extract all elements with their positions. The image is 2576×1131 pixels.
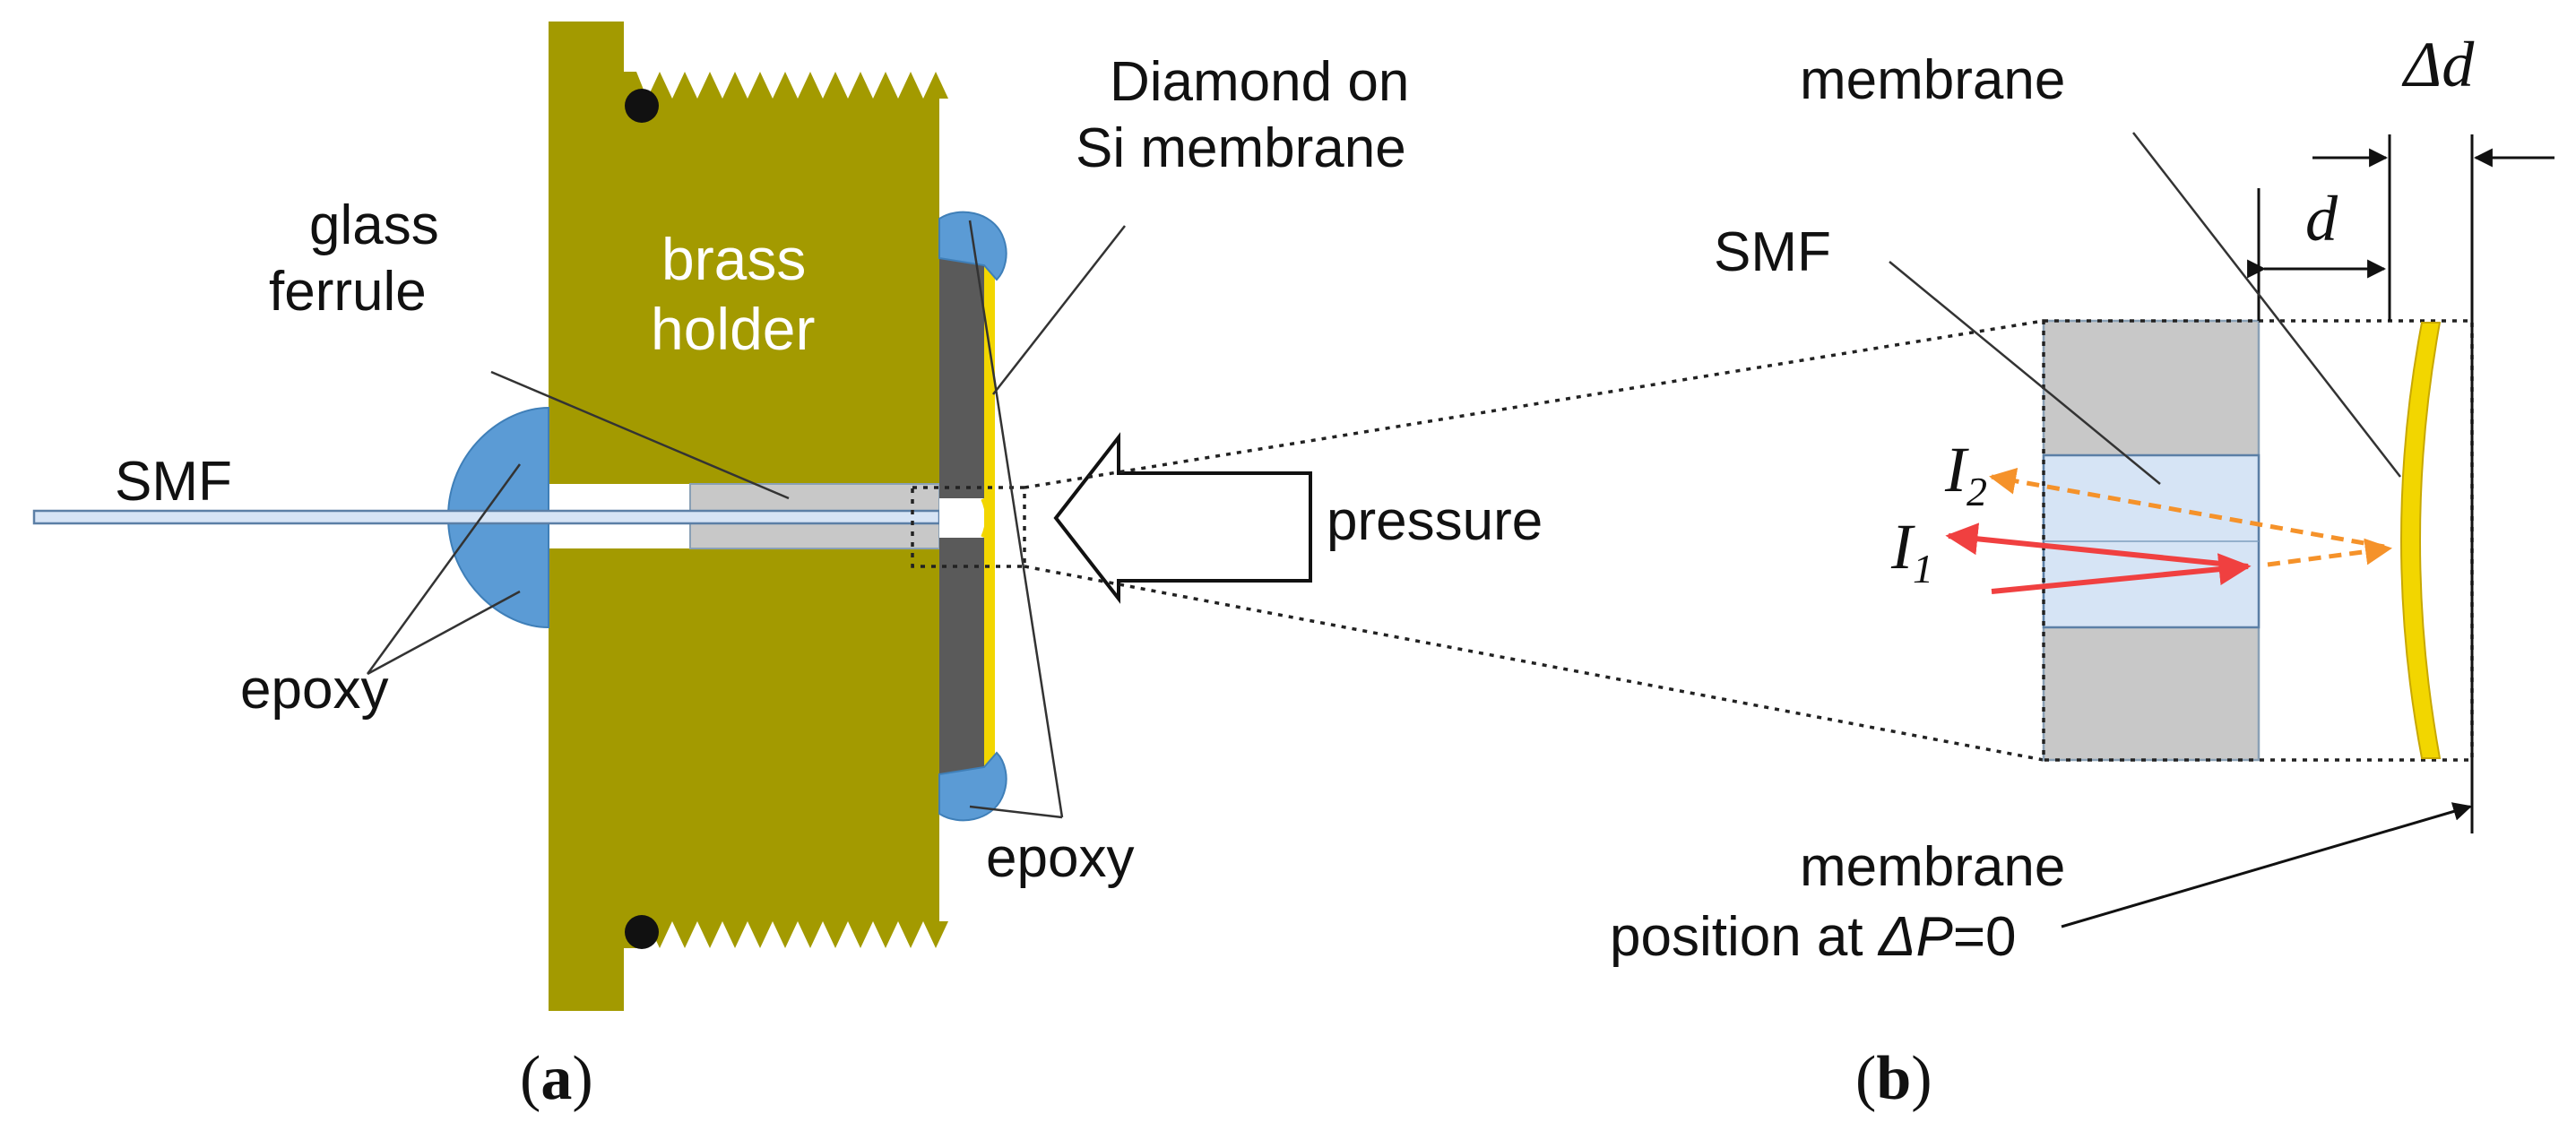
membrane-b [2400, 322, 2442, 759]
ray-to-membrane [2267, 538, 2392, 567]
ray-i1 [1945, 522, 2249, 569]
leader-epoxy-left-1 [366, 463, 522, 675]
o-ring-bottom [625, 915, 659, 949]
leader-glass-ferrule [490, 370, 790, 500]
smf-fiber-a [32, 509, 941, 525]
membrane-position-var: ΔP [1877, 906, 1953, 968]
caption-a: (a) [520, 1044, 593, 1113]
diamond-bulge [981, 496, 992, 540]
detail-box [911, 486, 1026, 568]
leader-membrane-b [2132, 132, 2401, 478]
label-brass-holder-1: brass [661, 226, 806, 292]
label-i2: I2 [1944, 434, 1987, 514]
label-membrane-position-2: position at ΔP=0 [1610, 906, 2017, 968]
label-smf-a: SMF [115, 451, 232, 513]
label-glass-ferrule-1: glass [309, 194, 439, 256]
label-i1: I1 [1890, 511, 1933, 591]
i1-symbol: I [1890, 511, 1915, 583]
label-delta-d: Δd [2401, 29, 2475, 100]
label-smf-b: SMF [1714, 221, 1831, 283]
label-glass-ferrule-2: ferrule [269, 261, 427, 323]
panel-a: SMF glass ferrule brass holder Diamond o… [32, 22, 1543, 1113]
leader-epoxy-left-2 [367, 590, 521, 676]
epoxy-right-bottom [938, 751, 1007, 822]
o-ring-top [625, 89, 659, 123]
leader-membrane-position [2061, 802, 2473, 928]
ray-incident [1991, 553, 2252, 594]
pressure-arrow [1053, 432, 1312, 604]
label-membrane-b: membrane [1800, 49, 2065, 111]
caption-b: (b) [1855, 1044, 1932, 1113]
membrane-position-suffix: =0 [1953, 906, 2017, 968]
membrane-position-prefix: position at [1610, 906, 1879, 968]
leader-epoxy-right-1 [968, 220, 1064, 818]
label-epoxy-left: epoxy [240, 659, 388, 721]
ray-i2 [1989, 467, 2385, 549]
label-membrane-position-1: membrane [1800, 836, 2065, 898]
leader-diamond [992, 225, 1126, 395]
label-diamond-2: Si membrane [1076, 117, 1406, 179]
leader-smf-b [1889, 261, 2161, 485]
zoom-line-bottom [1024, 565, 2044, 762]
label-d: d [2305, 183, 2338, 255]
label-brass-holder-2: holder [651, 296, 815, 362]
i1-subscript: 1 [1913, 546, 1933, 591]
leader-epoxy-right-2 [969, 805, 1063, 819]
label-pressure: pressure [1327, 490, 1543, 552]
label-diamond-1: Diamond on [1110, 51, 1409, 113]
i2-symbol: I [1944, 434, 1969, 505]
zoom-line-top [1024, 319, 2044, 489]
panel-b: membrane SMF d Δd I2 I1 membrane positio… [1610, 29, 2554, 1113]
i2-subscript: 2 [1967, 469, 1987, 514]
membrane-window [939, 498, 984, 538]
label-epoxy-right: epoxy [986, 827, 1134, 889]
